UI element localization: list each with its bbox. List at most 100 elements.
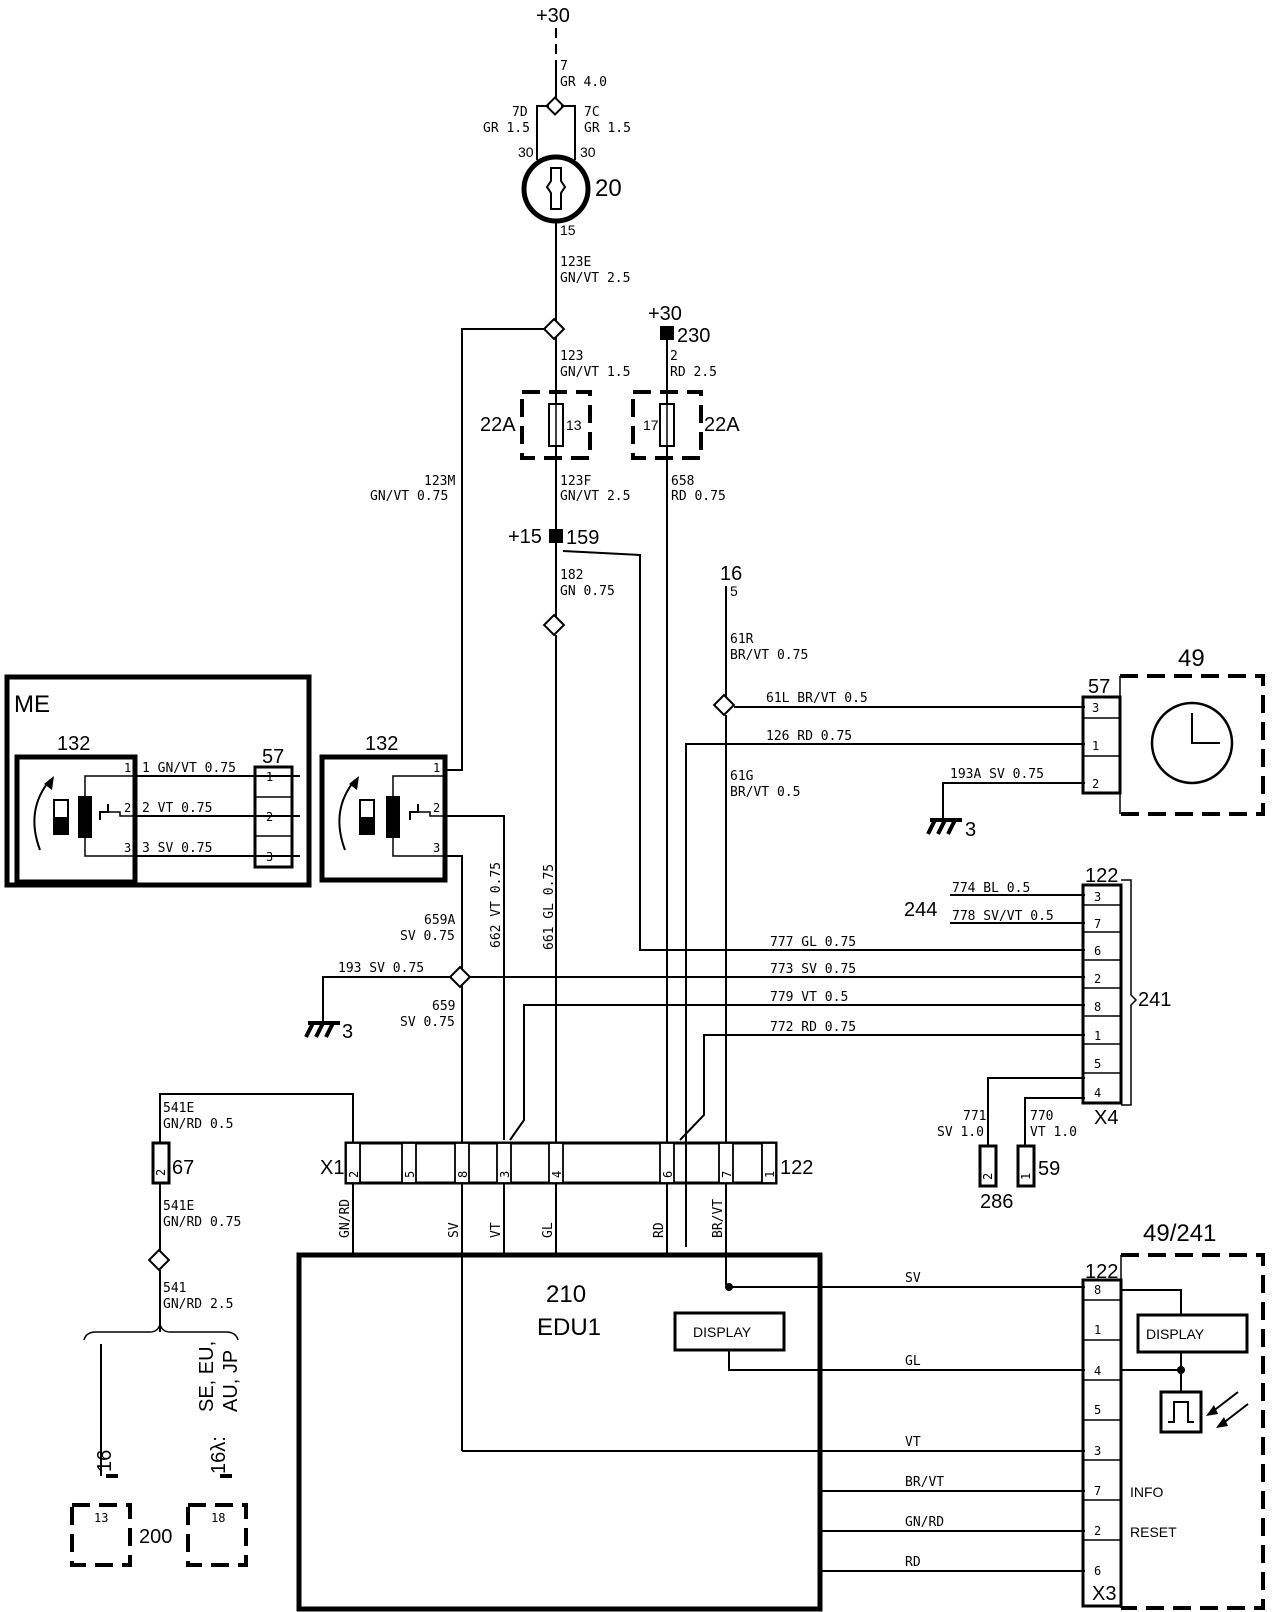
edu1-module-box [296,1252,823,1612]
panel-sensor-box [1159,1390,1203,1434]
x1-pin-7: 7 [718,1142,734,1184]
wire-779-label: 779 VT 0.5 [770,990,848,1005]
brace-241 [1121,879,1138,1106]
c122-pin-2: 2 [1083,972,1121,989]
wire-126-label: 126 RD 0.75 [766,729,852,744]
panel-wire-gl-label: GL [905,1354,921,1369]
me-sensor-arrow-icon [33,779,51,851]
ground-3-lower-icon [304,1021,340,1038]
me-sensor-lead-1 [84,775,135,796]
wire-773-label: 773 SV 0.75 [770,962,856,977]
conn-200-pin-18-box [186,1503,248,1567]
clock-pin-2-label: 2 [1092,777,1099,791]
wire-193-label: 193 SV 0.75 [338,961,424,976]
switch-id-label: 20 [595,175,622,202]
wire-193a-label: 193A SV 0.75 [950,767,1044,782]
x1-pin-1: 1 [761,1142,777,1184]
panel-pin-5-label: 5 [1094,1403,1101,1417]
wire-659a [445,855,463,975]
panel-conn-label: 122 [1085,1261,1118,1283]
wire-771 [987,1077,1085,1146]
plus30-right-label: +30 [648,303,682,325]
panel-wire-sv-label: SV [905,1271,921,1286]
panel-junction-dot [1177,1366,1185,1374]
panel-pin-7: 7 [1083,1484,1121,1501]
c122-pin-7: 7 [1083,917,1121,933]
wire-541e-spec: GN/RD 0.5 [163,1117,233,1132]
conn-67-label: 67 [172,1157,194,1179]
wire-659-spec: SV 0.75 [400,1015,455,1030]
x1-pin-6-label: 6 [661,1171,675,1178]
splice-node-61 [712,693,736,717]
x1-pin-3-label: 3 [498,1171,512,1178]
wire-7-id: 7 [560,59,568,74]
panel-pin-6-label: 6 [1094,1564,1101,1578]
node-16-label: 16 [720,563,742,585]
panel-wire-vt-label: VT [905,1435,921,1450]
x1-pin-5-box [401,1142,417,1184]
conn-200-label: 200 [139,1526,172,1548]
ground-3-upper-hatch-1 [926,819,937,835]
panel-pin-1: 1 [1083,1323,1121,1341]
c122-pin-1-label: 1 [1094,1029,1101,1043]
conn-286 [978,1144,998,1188]
me-conn-label: 57 [262,746,284,768]
c122-pin-5-label: 5 [1094,1057,1101,1071]
me-conn-pin-3: 3 [266,850,273,864]
markets-line-2: AU, JP [220,1350,242,1412]
me-wire-1-label: 1 GN/VT 0.75 [142,761,236,776]
wire-7-spec: GR 4.0 [560,75,607,90]
wire-659-id: 659 [432,999,455,1014]
node-230-label: 230 [677,325,710,347]
panel-pin-6: 6 [1094,1564,1101,1578]
wire-193 [322,976,452,1023]
conn-200-pin-18: 18 [211,1511,225,1525]
x1-pin-5-label: 5 [403,1171,417,1178]
wire-7c-spec: GR 1.5 [584,121,631,136]
node-16-pin: 5 [730,583,738,599]
x1-pin-8: 8 [454,1142,470,1184]
me-connector [253,765,294,869]
wire-541-id: 541 [163,1281,186,1296]
node-159-icon [549,529,563,543]
wire-123e-spec: GN/VT 2.5 [560,271,630,286]
wire-123m-spec: GN/VT 0.75 [370,489,448,504]
wire-658-spec: RD 0.75 [671,489,726,504]
panel-pin-5: 5 [1083,1403,1121,1421]
x1-down-rd-label: RD [652,1222,667,1238]
conn-59-label: 59 [1038,1158,1060,1180]
x1-pin-7-label: 7 [720,1171,734,1178]
sensor2-lead-3 [392,838,445,857]
c122-pin-1: 1 [1083,1029,1121,1045]
conn-286-pin: 2 [981,1173,995,1180]
wire-777 [562,550,1085,951]
x1-pin-5: 5 [401,1142,417,1184]
conn-286-label: 286 [980,1191,1013,1213]
wire-123-spec: GN/VT 1.5 [560,365,630,380]
c122-pin-8: 8 [1083,1000,1121,1017]
me-sensor-pin-3: 3 [124,841,131,855]
panel-sensor-pulse-icon [1168,1401,1194,1423]
panel-id-label: 49/241 [1143,1220,1216,1247]
wire-7d-id: 7D [512,105,528,120]
wire-126 [685,743,1085,1247]
conn-200-pin-13-box [70,1503,132,1567]
clock-id-label: 49 [1178,645,1205,672]
sensor2-lead-2 [418,811,445,817]
wire-541e [159,1093,354,1143]
me-sensor-pin-1: 1 [124,761,131,775]
wire-123e-id: 123E [560,255,591,270]
ground-3-upper-hatch-3 [946,819,957,835]
c122-pin-4-label: 4 [1094,1086,1101,1100]
conn-59 [1016,1144,1036,1188]
edu1-id: 210 [546,1281,586,1308]
me-wire-3-label: 3 SV 0.75 [142,841,212,856]
me-wire-2-label: 2 VT 0.75 [142,801,212,816]
clock-pin-3-label: 3 [1092,701,1099,715]
x1-pin-3: 3 [496,1142,512,1184]
x1-pin-2-label: 2 [347,1171,361,1178]
conn-200-pin-13: 13 [94,1511,108,1525]
fuse-17-pin: 17 [643,417,659,433]
panel-pin-2-label: 2 [1094,1524,1101,1538]
